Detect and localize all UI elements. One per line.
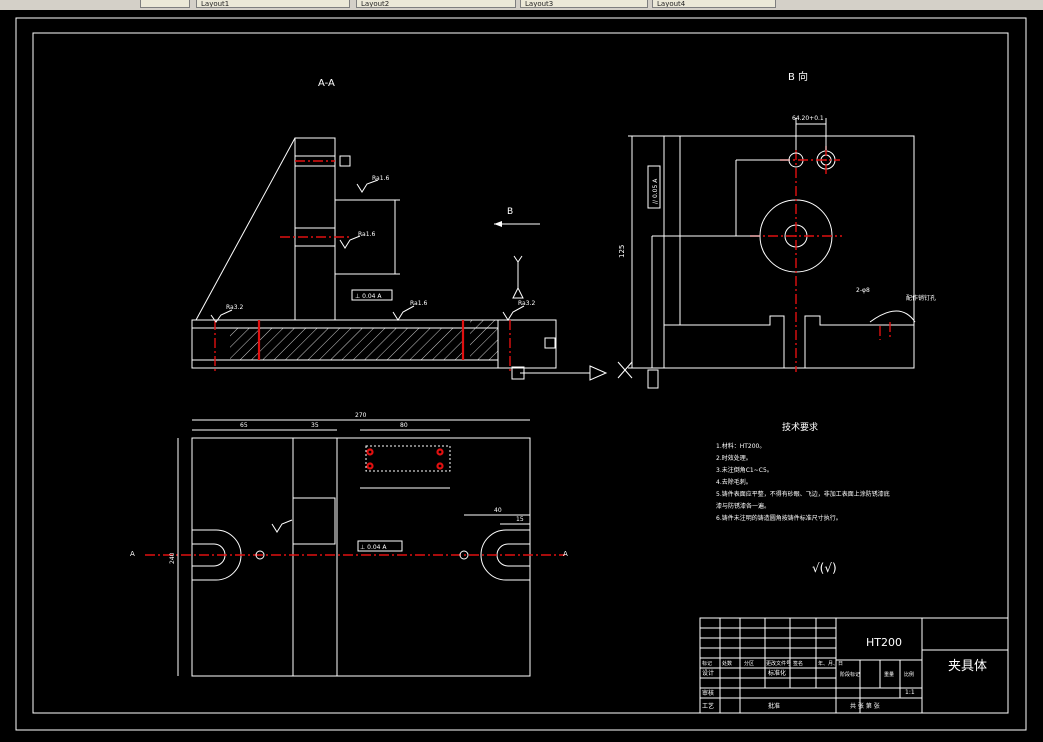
tab-layout-4-label: Layout4 [657, 0, 686, 8]
roughness-3-label: Ra3.2 [226, 304, 243, 311]
tab-layout-1-label: Layout1 [201, 0, 230, 8]
dim-left-height: 240 [169, 552, 176, 564]
roughness-1-label: Ra1.6 [372, 175, 389, 182]
perp-tolerance-label-2: ⊥ 0.04 A [360, 544, 387, 551]
tb-scale: 1:1 [905, 689, 915, 696]
dim-c: 80 [400, 422, 408, 429]
dim-right-b: 15 [516, 516, 524, 523]
top-view: 270 65 35 80 40 15 240 ⊥ 0.04 A A A [130, 412, 568, 677]
holes-callout: 2-φ8 [856, 287, 870, 294]
projection-arrow [589, 365, 608, 381]
title-material: HT200 [866, 636, 902, 649]
top-hatch [292, 497, 336, 545]
inner-frame [32, 32, 1009, 714]
base-right-block [497, 319, 557, 369]
tb-label-zone: 分区 [744, 660, 754, 667]
cad-drawing: A-A Ra1.6 Ra1.6 Ra3. [15, 17, 1027, 731]
req-6: 漆与防锈漆各一遍。 [716, 502, 770, 510]
tb-label-mark: 标记 [702, 660, 712, 667]
dim-a: 65 [240, 422, 248, 429]
tab-layout-2-label: Layout2 [361, 0, 390, 8]
section-arrow-right: A [563, 550, 568, 558]
roughness-symbol-1 [356, 179, 379, 193]
req-7: 6.铸件未注明的铸造圆角按铸件标准尺寸执行。 [716, 514, 842, 522]
view-b-arrow-label: B [507, 207, 513, 217]
title-block: HT200 夹具体 标记 处数 分区 更改文件号 签名 年、月、日 设计 标准化… [699, 617, 1009, 714]
datum-triangle [512, 286, 524, 299]
req-2: 2.时效处理。 [716, 454, 752, 462]
perp-tolerance-label: ⊥ 0.04 A [355, 293, 382, 300]
technical-requirements: 技术要求 1.材料：HT200。 2.时效处理。 3.未注倒角C1~C5。 4.… [716, 421, 890, 575]
req-5: 5.铸件表面应平整，不得有砂眼、飞边，非加工表面上涂防锈漆底 [716, 490, 890, 498]
top-view-outline [191, 437, 531, 677]
roughness-note: √(√) [812, 561, 837, 575]
dim-b: 35 [311, 422, 319, 429]
toolbar-icons[interactable] [140, 0, 190, 8]
tb-stage-mark: 阶段标记 [840, 671, 860, 678]
view-b-title: B 向 [788, 70, 808, 83]
dim-total: 270 [355, 412, 367, 419]
req-1: 1.材料：HT200。 [716, 442, 765, 450]
tab-layout-3[interactable]: Layout3 [520, 0, 648, 8]
tb-label-sign: 签名 [793, 660, 803, 667]
title-part-name: 夹具体 [948, 659, 987, 674]
bview-height-dim: 125 [618, 245, 626, 258]
view-b-outline [663, 135, 915, 369]
vertical-plate [294, 137, 336, 321]
section-arrow-left: A [130, 550, 135, 558]
tb-label-change: 更改文件号 [766, 660, 791, 667]
perp-tolerance-frame [351, 289, 393, 301]
tb-label-count: 处数 [722, 660, 732, 667]
view-b: 64.20+0.1 125 // 0.05 A 2-φ8 配作销钉孔 [617, 115, 936, 389]
req-4: 4.去除毛刺。 [716, 478, 752, 486]
drawing-canvas[interactable]: A-A Ra1.6 Ra1.6 Ra3. [0, 10, 1043, 742]
tab-layout-2[interactable]: Layout2 [356, 0, 516, 8]
roughness-4-label: Ra1.6 [410, 300, 427, 307]
rib-line [195, 137, 296, 321]
tab-layout-3-label: Layout3 [525, 0, 554, 8]
roughness-2-label: Ra1.6 [358, 231, 375, 238]
tb-approve: 批准 [768, 702, 780, 710]
tb-standard: 标准化 [768, 669, 786, 677]
tab-layout-4[interactable]: Layout4 [652, 0, 776, 8]
tb-process: 工艺 [702, 702, 714, 710]
tb-design: 设计 [702, 669, 714, 677]
outer-frame [15, 17, 1027, 731]
req-3: 3.未注倒角C1~C5。 [716, 466, 773, 474]
base-hatch-right [470, 320, 498, 360]
perp-tolerance-frame-2 [357, 540, 403, 552]
tb-ratio: 比例 [904, 671, 914, 678]
parallel-tolerance-label: // 0.05 A [652, 178, 659, 204]
right-note: 配作销钉孔 [906, 294, 936, 302]
base-hatch [230, 328, 462, 360]
bview-width-dim: 64.20+0.1 [792, 115, 824, 122]
u-slot-right [480, 529, 530, 581]
section-a-a-view: Ra1.6 Ra1.6 Ra3.2 Ra1.6 Ra3.2 ⊥ 0.04 A B [191, 137, 608, 381]
tab-layout-1[interactable]: Layout1 [196, 0, 350, 8]
parallel-tolerance-frame [647, 165, 661, 209]
tb-sheets: 共 张 第 张 [850, 702, 880, 710]
dim-right-a: 40 [494, 507, 502, 514]
roughness-5-label: Ra3.2 [518, 300, 535, 307]
dim-box [544, 337, 556, 349]
tb-weight: 重量 [884, 671, 894, 678]
tb-label-date: 年、月、日 [818, 660, 843, 667]
section-title: A-A [318, 78, 335, 89]
tech-title: 技术要求 [782, 421, 818, 433]
tb-review: 审核 [702, 689, 714, 697]
